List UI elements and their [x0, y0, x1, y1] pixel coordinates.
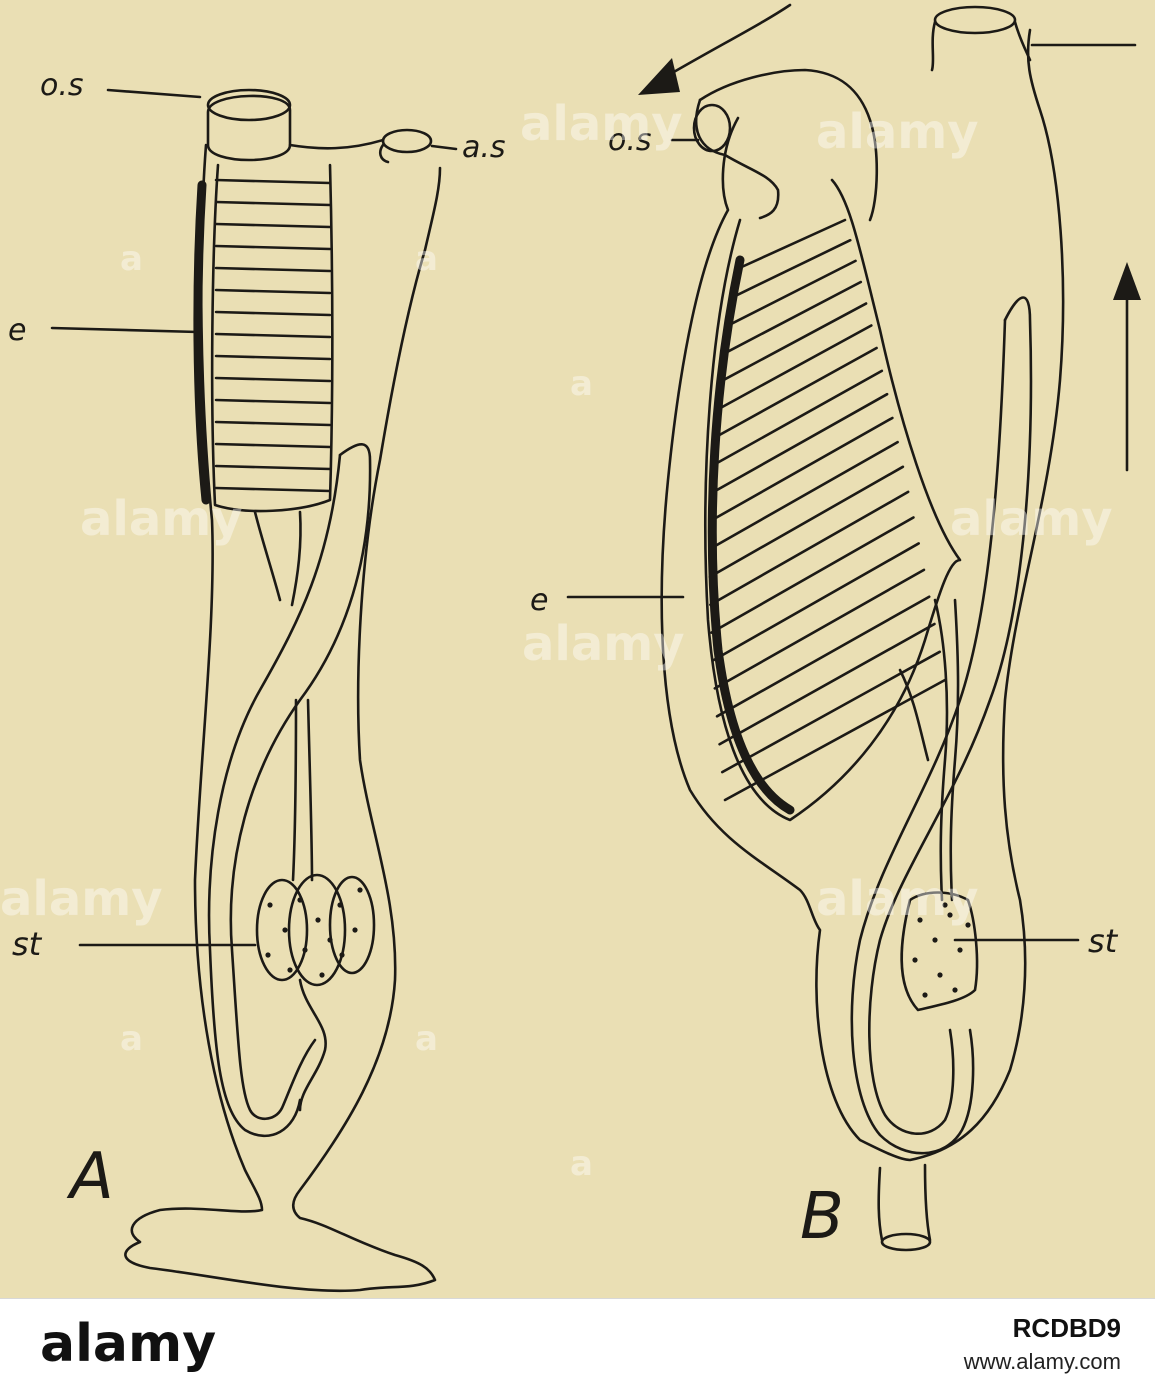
alamy-logo: alamy — [40, 1317, 270, 1373]
watermark-1: alamy — [520, 96, 683, 152]
stomach-dot — [315, 917, 321, 923]
watermark-6: alamy — [816, 871, 979, 927]
image-code: RCDBD9 — [1012, 1313, 1121, 1343]
watermark-2: alamy — [816, 104, 979, 160]
panel-a-as-leader — [430, 144, 458, 151]
watermark-9: a — [415, 239, 438, 279]
watermark-5: alamy — [522, 616, 685, 672]
pharynx-stripe — [708, 465, 905, 579]
watermark-12: a — [415, 1019, 438, 1059]
pharynx-stripe — [214, 222, 332, 229]
watermark-layer: alamy alamy alamy alamy alamy alamy alam… — [0, 96, 1113, 1184]
panel-b-st-label: st — [1088, 922, 1119, 960]
pharynx-stripe — [719, 302, 868, 383]
stomach-dot — [957, 947, 963, 953]
pharynx-stripe — [214, 420, 332, 427]
panel-a-st-label: st — [12, 925, 43, 963]
pharynx-stripe — [711, 542, 920, 662]
stomach-dot — [932, 937, 938, 943]
panel-a-os-leader — [106, 88, 202, 99]
panel-b-os-label: o.s — [608, 123, 652, 158]
pharynx-stripe — [709, 490, 910, 607]
pharynx-stripe — [214, 178, 332, 185]
pharynx-stripe — [214, 244, 332, 251]
alamy-logo-text: alamy — [40, 1317, 216, 1373]
stomach-dot — [917, 917, 923, 923]
pharynx-stripe — [214, 464, 332, 471]
pharynx-stripe — [718, 622, 936, 746]
panel-a-drawing — [124, 88, 442, 1293]
pharynx-stripe — [214, 486, 332, 493]
pharynx-stripe — [729, 238, 852, 300]
stomach-dot — [942, 902, 948, 908]
watermark-7: alamy — [0, 871, 163, 927]
panel-a-os-label: o.s — [40, 68, 84, 103]
panel-b-e-label: e — [530, 583, 548, 618]
figure-background — [0, 0, 1155, 1298]
stomach-dot — [265, 952, 271, 958]
watermark-4: alamy — [950, 491, 1113, 547]
pharynx-stripe — [214, 310, 332, 317]
pharynx-stripe — [214, 376, 332, 383]
panel-a-e-label: e — [8, 313, 26, 348]
pharynx-stripe — [214, 332, 332, 339]
stomach-dot — [947, 912, 953, 918]
pharynx-stripe — [726, 259, 857, 328]
stomach-dot — [952, 987, 958, 993]
pharynx-stripe — [708, 440, 899, 551]
pharynx-stripe — [715, 595, 931, 718]
pharynx-stripe — [214, 266, 332, 273]
stomach-dot — [267, 902, 273, 908]
pharynx-stripe — [214, 288, 332, 295]
pharynx-stripe — [716, 324, 873, 411]
watermark-3: alamy — [80, 491, 243, 547]
watermark-10: a — [570, 364, 593, 404]
panel-b-letter: B — [800, 1180, 844, 1254]
stomach-dot — [339, 952, 345, 958]
stomach-dot — [937, 972, 943, 978]
pharynx-stripe — [709, 416, 894, 523]
watermark-13: a — [570, 1144, 593, 1184]
pharynx-stripe — [713, 346, 878, 439]
stomach-dot — [912, 957, 918, 963]
pharynx-stripe — [722, 280, 863, 355]
pharynx-stripe — [710, 516, 915, 634]
pharynx-stripe — [710, 392, 889, 495]
stomach-dot — [287, 967, 293, 973]
pharynx-stripe — [214, 354, 332, 361]
stomach-dot — [302, 947, 308, 953]
stock-footer: alamy RCDBD9 www.alamy.com — [0, 1298, 1155, 1391]
pharynx-stripe — [733, 218, 847, 272]
panel-b-drawing — [638, 3, 1141, 1252]
stomach-dot — [352, 927, 358, 933]
scientific-figure: o.s a.s e st A o.s e st B alamy alamy al… — [0, 0, 1155, 1298]
stomach-dot — [965, 922, 971, 928]
watermark-11: a — [120, 1019, 143, 1059]
stomach-dot — [327, 937, 333, 943]
pharynx-stripe — [720, 650, 942, 774]
pharynx-stripe — [214, 442, 332, 449]
stomach-dot — [297, 897, 303, 903]
panel-a-letter: A — [66, 1140, 114, 1214]
stomach-dot — [922, 992, 928, 998]
stomach-dot — [337, 902, 343, 908]
stomach-dot — [319, 972, 325, 978]
panel-a-as-label: a.s — [462, 130, 506, 165]
pharynx-stripe — [214, 398, 332, 405]
pharynx-stripe — [713, 568, 926, 690]
panel-a-e-leader — [50, 326, 200, 334]
site-url[interactable]: www.alamy.com — [963, 1349, 1121, 1374]
stomach-dot — [282, 927, 288, 933]
pharynx-stripe — [214, 200, 332, 207]
pharynx-stripe — [723, 678, 947, 802]
stomach-dot — [357, 887, 363, 893]
watermark-8: a — [120, 239, 143, 279]
pharynx-stripe — [711, 369, 884, 467]
